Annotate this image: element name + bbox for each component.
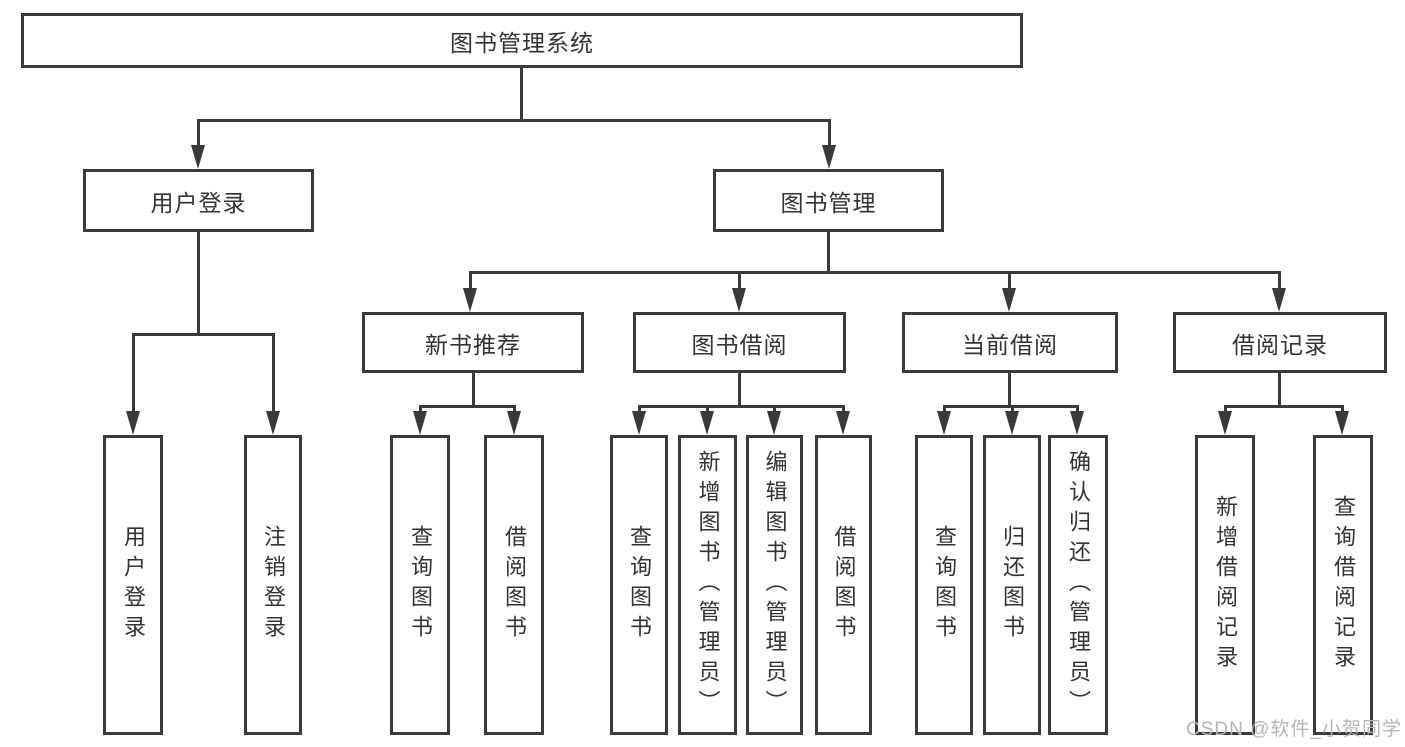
arrow-to-leaf-edit-book — [767, 411, 781, 435]
arrow-to-leaf-add-borrow-record — [1218, 411, 1232, 435]
node-book-borrowing: 图书借阅 — [633, 312, 846, 373]
connector-mgmt-current-stub — [1008, 271, 1011, 291]
arrow-to-leaf-query-book-1 — [413, 411, 427, 435]
arrow-to-leaf-add-book — [700, 411, 714, 435]
connector-root-to-login-stub — [197, 119, 200, 149]
leaf-add-book-admin-label: 新增图书（管理员） — [695, 450, 721, 720]
arrow-to-book-borrowing — [732, 288, 746, 312]
arrow-to-leaf-borrow-book-1 — [507, 411, 521, 435]
connector-records-stem — [1278, 373, 1281, 407]
arrow-to-leaf-confirm-return — [1070, 411, 1084, 435]
arrow-to-leaf-query-borrow-record — [1335, 411, 1349, 435]
connector-records-crossbar — [1224, 405, 1344, 408]
arrow-to-leaf-query-book-2 — [632, 411, 646, 435]
connector-borrow-leaf4-stub — [842, 405, 845, 415]
connector-root-to-mgmt-stub — [828, 119, 831, 149]
node-book-borrowing-label: 图书借阅 — [691, 331, 788, 358]
node-root: 图书管理系统 — [21, 13, 1023, 68]
connector-login-stem — [197, 232, 200, 335]
arrow-to-leaf-return-book — [1005, 411, 1019, 435]
leaf-add-borrow-record-label: 新增借阅记录 — [1213, 495, 1238, 675]
connector-root-crossbar — [197, 119, 831, 122]
connector-borrow-crossbar — [638, 405, 845, 408]
leaf-query-book-1: 查询图书 — [390, 435, 450, 735]
leaf-borrow-book-2-label: 借阅图书 — [831, 525, 857, 645]
connector-current-leaf2-stub — [1011, 405, 1014, 415]
leaf-query-book-2-label: 查询图书 — [627, 525, 652, 645]
connector-borrow-leaf3-stub — [773, 405, 776, 415]
leaf-return-book: 归还图书 — [983, 435, 1041, 735]
connector-newbook-stem — [472, 373, 475, 407]
arrow-to-borrowing-records — [1272, 288, 1286, 312]
leaf-add-borrow-record: 新增借阅记录 — [1195, 435, 1255, 735]
leaf-logout: 注销登录 — [244, 435, 302, 735]
leaf-user-login-label: 用户登录 — [121, 525, 146, 645]
connector-login-crossbar — [132, 333, 275, 336]
connector-newbook-crossbar — [419, 405, 516, 408]
arrow-to-leaf-query-book-3 — [937, 411, 951, 435]
connector-mgmt-newbook-stub — [469, 271, 472, 291]
connector-newbook-leaf2-stub — [513, 405, 516, 415]
arrow-to-book-management — [822, 145, 836, 169]
leaf-query-borrow-record: 查询借阅记录 — [1313, 435, 1373, 735]
connector-mgmt-borrow-stub — [738, 271, 741, 291]
leaf-return-book-label: 归还图书 — [1000, 525, 1025, 645]
leaf-confirm-return-admin-label: 确认归还（管理员） — [1066, 450, 1091, 720]
leaf-logout-label: 注销登录 — [261, 525, 286, 645]
connector-mgmt-crossbar — [469, 271, 1281, 274]
node-root-label: 图书管理系统 — [450, 29, 594, 56]
leaf-query-book-3: 查询图书 — [915, 435, 973, 735]
connector-records-leaf1-stub — [1224, 405, 1227, 415]
arrow-to-leaf-logout — [266, 411, 280, 435]
leaf-add-book-admin: 新增图书（管理员） — [678, 435, 737, 735]
arrow-to-new-book-recommend — [463, 288, 477, 312]
connector-mgmt-records-stub — [1278, 271, 1281, 291]
connector-borrow-stem — [738, 373, 741, 407]
leaf-borrow-book-2: 借阅图书 — [815, 435, 872, 735]
connector-current-stem — [1008, 373, 1011, 407]
leaf-query-book-2: 查询图书 — [610, 435, 668, 735]
leaf-user-login: 用户登录 — [103, 435, 163, 735]
leaf-query-book-1-label: 查询图书 — [408, 525, 433, 645]
connector-borrow-leaf1-stub — [638, 405, 641, 415]
arrow-to-current-borrowing — [1002, 288, 1016, 312]
arrow-to-leaf-user-login — [126, 411, 140, 435]
leaf-borrow-book-1: 借阅图书 — [484, 435, 544, 735]
connector-current-leaf3-stub — [1076, 405, 1079, 415]
leaf-edit-book-admin-label: 编辑图书（管理员） — [762, 450, 788, 720]
leaf-borrow-book-1-label: 借阅图书 — [502, 525, 527, 645]
connector-login-leaf1-stub — [132, 333, 135, 413]
node-borrowing-records: 借阅记录 — [1173, 312, 1387, 373]
node-book-management-label: 图书管理 — [780, 189, 877, 216]
connector-current-leaf1-stub — [943, 405, 946, 415]
leaf-edit-book-admin: 编辑图书（管理员） — [746, 435, 803, 735]
node-borrowing-records-label: 借阅记录 — [1232, 331, 1328, 358]
node-book-management: 图书管理 — [713, 169, 944, 232]
connector-mgmt-stem — [827, 232, 830, 273]
node-user-login-group: 用户登录 — [83, 169, 314, 232]
csdn-watermark: CSDN @软件_小贺同学 — [1186, 719, 1402, 740]
leaf-query-book-3-label: 查询图书 — [932, 525, 957, 645]
connector-records-leaf2-stub — [1341, 405, 1344, 415]
node-new-book-recommend: 新书推荐 — [362, 312, 584, 373]
connector-newbook-leaf1-stub — [419, 405, 422, 415]
node-current-borrowing: 当前借阅 — [902, 312, 1118, 373]
node-new-book-recommend-label: 新书推荐 — [425, 331, 521, 358]
leaf-query-borrow-record-label: 查询借阅记录 — [1331, 495, 1356, 675]
node-user-login-group-label: 用户登录 — [150, 189, 247, 216]
arrow-to-leaf-borrow-book-2 — [836, 411, 850, 435]
connector-borrow-leaf2-stub — [706, 405, 709, 415]
connector-login-leaf2-stub — [272, 333, 275, 413]
leaf-confirm-return-admin: 确认归还（管理员） — [1048, 435, 1108, 735]
node-current-borrowing-label: 当前借阅 — [962, 331, 1058, 358]
arrow-to-user-login-group — [191, 145, 205, 169]
connector-root-stem — [520, 68, 523, 121]
